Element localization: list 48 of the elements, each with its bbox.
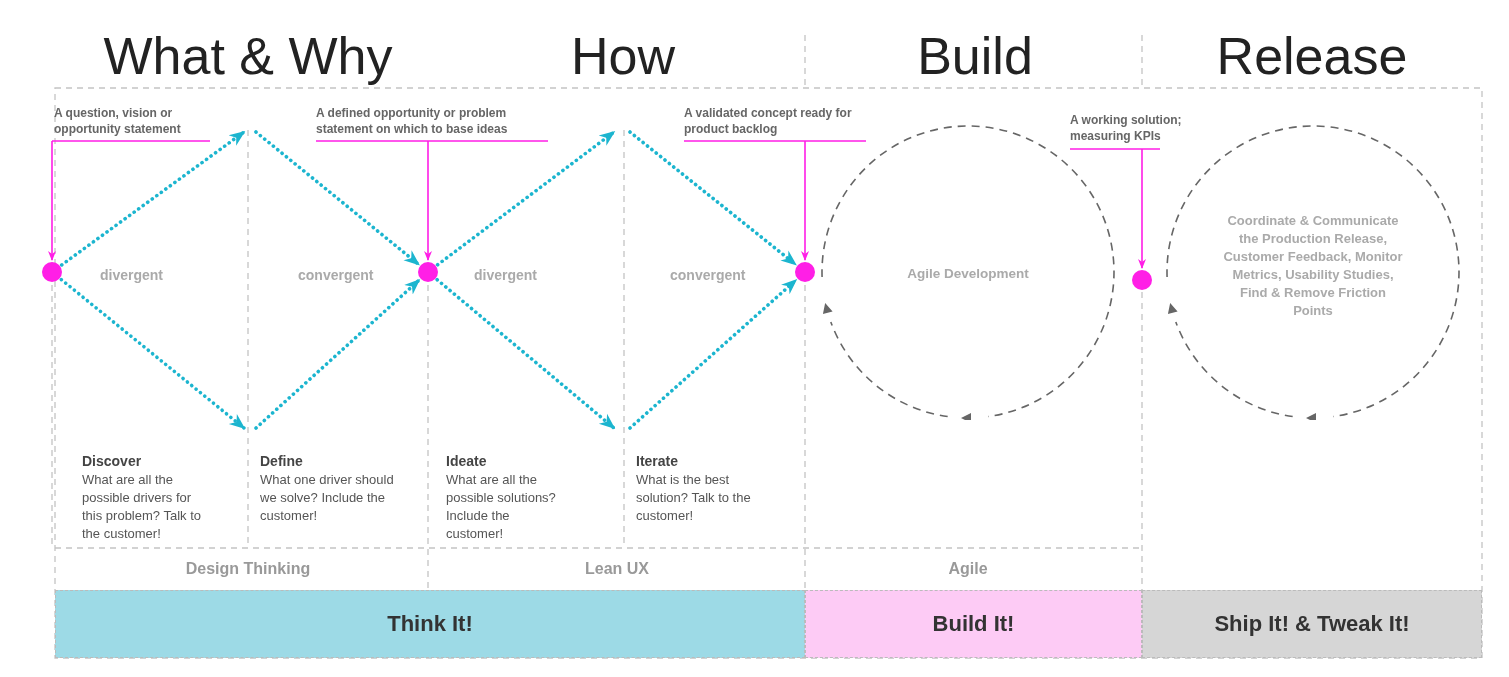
- method-label: Lean UX: [584, 560, 650, 578]
- phase-bar-label: Ship It! & Tweak It!: [1214, 611, 1410, 637]
- column-heading: How: [570, 26, 676, 86]
- annotation-text: A working solution; measuring KPIs: [1070, 112, 1220, 149]
- step-title: Discover: [82, 453, 142, 469]
- milestone-dot: [1132, 270, 1152, 290]
- cycle-label: Coordinate & Communicate the Production Release, Customer Feedback, Monitor Metrics, Usability Studies, Find & Remove Friction Points: [1222, 212, 1404, 320]
- phase-bar-label: Build It!: [932, 611, 1015, 637]
- flow-arrow: [435, 277, 616, 430]
- step-description: What are all the possible drivers for this problem? Talk to the customer!: [82, 471, 202, 543]
- step-description: What are all the possible solutions? Include the customer!: [446, 471, 557, 543]
- phase-bar: [805, 590, 1142, 658]
- phase-direction-label: convergent: [670, 267, 746, 283]
- column-heading: Release: [1215, 26, 1409, 86]
- flow-arrow: [59, 277, 246, 430]
- phase-direction-label: divergent: [100, 267, 163, 283]
- cycle-circle: [1165, 124, 1461, 420]
- step-description: What one driver should we solve? Include the customer!: [260, 471, 395, 525]
- step-title: Iterate: [636, 453, 679, 469]
- leader-line: [315, 140, 549, 261]
- cycle-label: Agile Development: [906, 265, 1030, 283]
- step-title: Ideate: [446, 453, 487, 469]
- method-label: Design Thinking: [184, 560, 312, 578]
- flow-arrow: [254, 278, 421, 430]
- milestone-dot: [795, 262, 815, 282]
- milestone-dot: [418, 262, 438, 282]
- leader-line: [683, 140, 867, 261]
- annotation-text: A validated concept ready for product backlog: [684, 105, 874, 141]
- leader-line: [48, 140, 211, 261]
- leader-line: [1069, 148, 1161, 269]
- flow-arrow: [435, 130, 616, 267]
- milestone-dot: [42, 262, 62, 282]
- column-heading: What & Why: [102, 26, 394, 86]
- phase-bar: [55, 590, 805, 658]
- annotation-text: A question, vision or opportunity statement: [54, 105, 202, 141]
- phase-direction-label: convergent: [298, 267, 374, 283]
- flow-arrow: [628, 130, 798, 267]
- phase-bar: [1142, 590, 1482, 658]
- flow-arrow: [254, 130, 421, 267]
- phase-bar-label: Think It!: [387, 611, 473, 637]
- flow-arrow: [628, 278, 798, 430]
- flow-arrow: [59, 130, 246, 267]
- annotation-text: A defined opportunity or problem statement on which to base ideas: [316, 105, 556, 141]
- column-heading: Build: [916, 26, 1034, 86]
- step-description: What is the best solution? Talk to the customer!: [636, 471, 752, 525]
- method-label: Agile: [947, 560, 989, 578]
- phase-direction-label: divergent: [474, 267, 537, 283]
- step-title: Define: [260, 453, 303, 469]
